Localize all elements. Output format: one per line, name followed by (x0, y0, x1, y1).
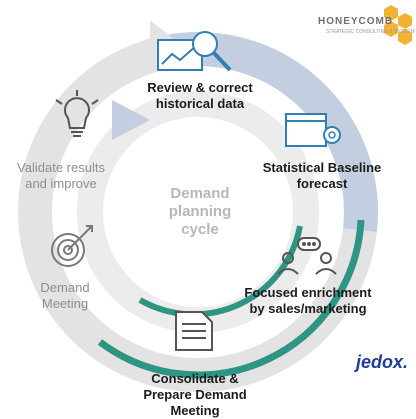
document-icon (175, 311, 213, 351)
step-label-line: Meeting (41, 296, 89, 311)
step-label-line: by sales/marketing (249, 301, 367, 316)
step-label-line: Validate results (17, 160, 105, 175)
step-label-line: Meeting (170, 403, 220, 418)
people-chat-icon (277, 237, 337, 275)
target-arrow-icon (51, 225, 93, 267)
step-statistical-label: Statistical Baseline forecast (262, 160, 382, 192)
step-label-line: Demand (40, 280, 90, 295)
step-label-line: Consolidate & (151, 371, 239, 386)
step-label-line: forecast (296, 176, 348, 191)
honeycomb-tagline: STRATEGIC CONSULTING & SYSTEM (326, 29, 415, 35)
window-gear-icon (285, 113, 341, 147)
step-enrichment-label: Focused enrichment by sales/marketing (238, 285, 378, 317)
outer-teal-band (97, 219, 365, 379)
step-label-line: Statistical Baseline (262, 160, 382, 175)
chart-magnifier-icon (157, 31, 232, 72)
center-label-line: cycle (181, 221, 219, 238)
step-label-line: Prepare Demand (143, 387, 247, 402)
center-label-line: Demand (170, 185, 230, 202)
step-review-label: Review & correct historical data (140, 80, 260, 112)
jedox-logo: jedox. (356, 352, 409, 372)
arrowhead-top-inner (112, 100, 150, 140)
honeycomb-logo-text: HONEYCOMB (318, 16, 394, 27)
step-consolidate-label: Consolidate & Prepare Demand Meeting (135, 371, 255, 419)
lightbulb-icon (55, 90, 99, 137)
step-meeting-label: Demand Meeting (20, 280, 110, 312)
step-label-line: Focused enrichment (244, 285, 372, 300)
step-label-line: historical data (155, 96, 245, 111)
step-label-line: and improve (25, 176, 97, 191)
center-label: Demand planning cycle (150, 185, 250, 239)
center-label-line: planning (168, 203, 232, 220)
step-validate-label: Validate results and improve (6, 160, 116, 192)
step-label-line: Review & correct (147, 80, 253, 95)
honeycomb-logo-hexagons (384, 5, 412, 45)
